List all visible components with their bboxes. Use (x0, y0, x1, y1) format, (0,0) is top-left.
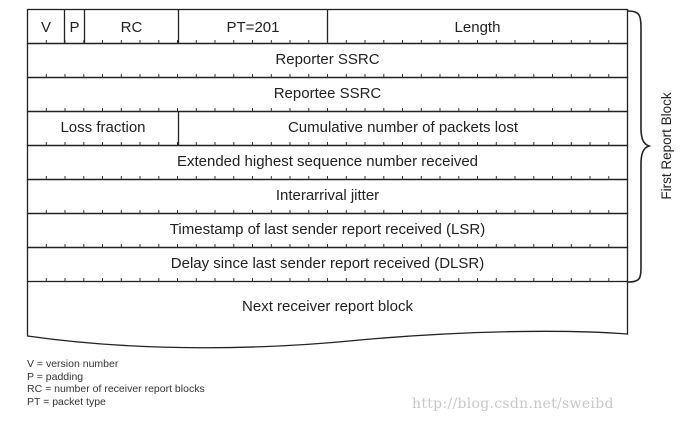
field-reportee-ssrc: Reportee SSRC (273, 84, 382, 102)
legend: V = version number P = padding RC = numb… (27, 358, 205, 408)
field-packet-type: PT=201 (226, 18, 280, 36)
legend-item: PT = packet type (27, 395, 106, 408)
field-lsr: Timestamp of last sender report received… (169, 220, 486, 238)
field-interarrival-jitter: Interarrival jitter (275, 186, 380, 204)
field-length: Length (454, 18, 501, 36)
next-block-outline (26, 281, 629, 349)
field-report-count: RC (120, 18, 143, 36)
field-cumulative-lost: Cumulative number of packets lost (287, 118, 519, 136)
field-next-receiver-block: Next receiver report block (242, 297, 413, 315)
legend-item: V = version number (27, 358, 119, 370)
legend-item: RC = number of receiver report blocks (27, 383, 205, 395)
field-extended-highest-seq: Extended highest sequence number receive… (176, 152, 479, 170)
field-padding: P (69, 18, 80, 36)
first-report-block-label: First Report Block (658, 92, 674, 200)
field-reporter-ssrc: Reporter SSRC (275, 50, 380, 68)
field-version: V (40, 18, 51, 36)
field-loss-fraction: Loss fraction (60, 118, 146, 136)
first-report-block-brace (627, 10, 652, 283)
watermark-url: http://blog.csdn.net/sweibd (412, 396, 614, 412)
field-dlsr: Delay since last sender report received … (170, 254, 485, 272)
legend-item: P = padding (27, 370, 84, 383)
